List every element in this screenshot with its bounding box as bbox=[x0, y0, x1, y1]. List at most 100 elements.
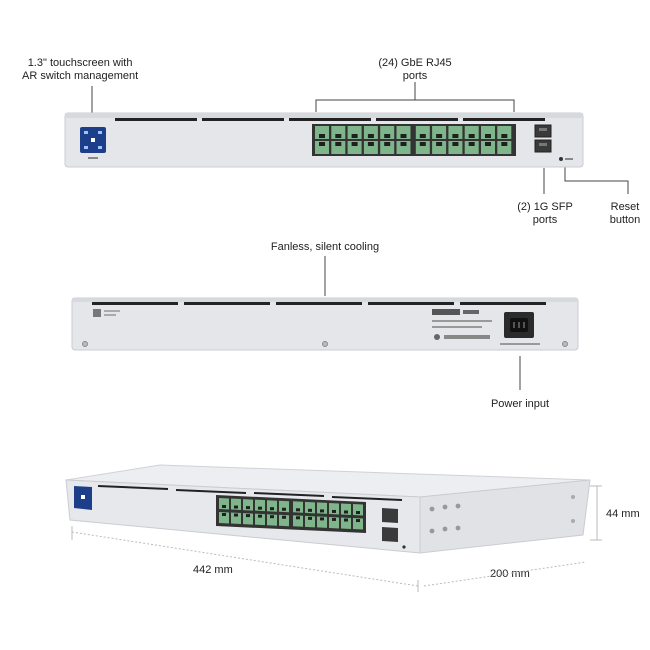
screw-icon bbox=[442, 504, 448, 510]
iso-rj45-latch bbox=[234, 505, 238, 509]
rear-chassis-lip bbox=[72, 298, 578, 302]
rj45-port-latch bbox=[351, 134, 358, 138]
iso-rj45-port bbox=[293, 501, 303, 513]
iso-rj45-ports bbox=[219, 498, 363, 530]
rj45-callout-line1: (24) GbE RJ45 bbox=[378, 57, 452, 69]
rj45-port bbox=[315, 141, 329, 154]
iso-rj45-latch bbox=[320, 509, 324, 513]
screen-glyph bbox=[84, 131, 88, 134]
power-pin bbox=[523, 322, 525, 328]
rear-vent bbox=[92, 302, 178, 305]
iso-rj45-latch bbox=[344, 518, 348, 522]
iso-sfp-port-1 bbox=[382, 508, 398, 523]
rj45-callout-line2: ports bbox=[402, 70, 428, 82]
screw-icon bbox=[429, 528, 435, 534]
iso-rj45-latch bbox=[246, 506, 250, 510]
front-chassis-lip bbox=[65, 113, 583, 118]
iso-rj45-latch bbox=[270, 507, 274, 511]
rear-vent bbox=[184, 302, 270, 305]
brand-logo-plate bbox=[432, 309, 460, 315]
screw-icon bbox=[442, 526, 448, 532]
rj45-callout: (24) GbE RJ45 ports bbox=[360, 57, 470, 83]
rj45-port-latch bbox=[384, 142, 391, 146]
reset-leader bbox=[564, 160, 629, 194]
touchscreen-callout: 1.3" touchscreen with AR switch manageme… bbox=[22, 57, 138, 83]
iso-reset-button bbox=[402, 545, 406, 549]
rj45-port-latch bbox=[468, 142, 475, 146]
rj45-port-latch bbox=[452, 142, 459, 146]
rj45-port bbox=[363, 126, 378, 139]
iso-rj45-latch bbox=[222, 505, 226, 508]
screen-glyph bbox=[84, 146, 88, 149]
rj45-port bbox=[448, 126, 463, 139]
iso-rj45-latch bbox=[222, 513, 226, 516]
iso-rj45-latch bbox=[308, 516, 312, 520]
power-callout: Power input bbox=[490, 398, 550, 410]
rj45-port-latch bbox=[485, 142, 491, 146]
rj45-port-latch bbox=[335, 142, 342, 146]
iso-rj45-port bbox=[231, 498, 241, 511]
iso-rj45-port bbox=[329, 516, 339, 529]
rj45-port bbox=[481, 126, 495, 139]
iso-rj45-port bbox=[267, 500, 277, 512]
rj45-port-latch bbox=[367, 142, 374, 146]
iso-rj45-port bbox=[353, 504, 363, 516]
rj45-port bbox=[331, 126, 346, 139]
rj45-port-latch bbox=[351, 142, 358, 146]
rj45-port-latch bbox=[400, 134, 407, 138]
iso-rj45-port bbox=[329, 502, 339, 515]
sfp-port-tab bbox=[539, 143, 547, 146]
iso-rj45-latch bbox=[246, 514, 250, 518]
rj45-ports bbox=[315, 126, 512, 154]
iso-port-block bbox=[216, 495, 366, 533]
iso-rj45-port bbox=[341, 517, 351, 529]
reset-callout: Reset button bbox=[595, 201, 650, 227]
iso-rj45-latch bbox=[258, 514, 262, 518]
screw-icon bbox=[571, 495, 575, 499]
screw-icon bbox=[455, 503, 461, 509]
iso-rj45-latch bbox=[320, 517, 324, 521]
reset-caption bbox=[565, 158, 573, 160]
rj45-port-latch bbox=[319, 134, 325, 138]
iso-rj45-latch bbox=[344, 510, 348, 514]
iso-rj45-port bbox=[317, 502, 327, 514]
screw-icon bbox=[562, 341, 568, 347]
sfp-callout: (2) 1G SFP ports bbox=[500, 201, 590, 227]
rj45-port bbox=[415, 141, 430, 154]
model-plate bbox=[463, 310, 479, 314]
iso-rj45-port bbox=[305, 501, 315, 514]
iso-rj45-port bbox=[255, 513, 265, 526]
iso-rj45-port bbox=[243, 513, 253, 525]
iso-rj45-port bbox=[293, 515, 303, 527]
cooling-callout: Fanless, silent cooling bbox=[270, 241, 380, 253]
rj45-port-latch bbox=[419, 134, 426, 138]
screen-glyph bbox=[91, 138, 95, 142]
iso-vent bbox=[98, 485, 168, 490]
depth-dimension-line bbox=[423, 561, 587, 587]
iso-rj45-latch bbox=[296, 508, 300, 512]
rj45-port bbox=[315, 126, 329, 139]
iso-rj45-port bbox=[243, 499, 253, 511]
rear-vent bbox=[460, 302, 546, 305]
iso-vent bbox=[254, 492, 324, 497]
rj45-port bbox=[464, 126, 479, 139]
iso-rj45-port bbox=[219, 498, 229, 510]
power-pin bbox=[518, 322, 520, 328]
rj45-port bbox=[464, 141, 479, 154]
screw-icon bbox=[82, 341, 88, 347]
rj45-port-latch bbox=[436, 142, 443, 146]
iso-rj45-port bbox=[219, 512, 229, 524]
regulatory-text bbox=[432, 326, 482, 328]
rj45-port-latch bbox=[501, 134, 508, 138]
screen-caption bbox=[88, 157, 98, 159]
rj45-port-latch bbox=[485, 134, 491, 138]
rj45-port-latch bbox=[452, 134, 459, 138]
regulatory-text bbox=[432, 320, 492, 322]
screw-icon bbox=[455, 525, 461, 531]
iso-rj45-port bbox=[231, 512, 241, 525]
reset-callout-line1: Reset bbox=[610, 201, 640, 213]
label-text bbox=[104, 310, 120, 312]
